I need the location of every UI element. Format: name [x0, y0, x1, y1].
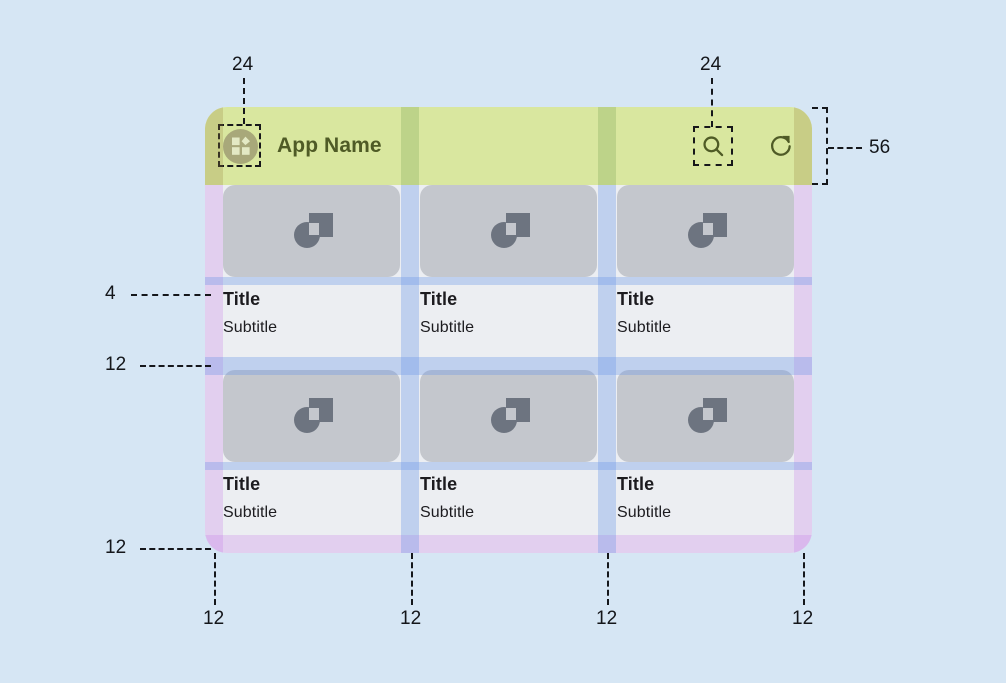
widgets-icon	[231, 136, 250, 155]
card-subtitle: Subtitle	[617, 319, 672, 336]
image-placeholder-icon	[687, 213, 727, 248]
image-placeholder-icon	[293, 398, 333, 433]
card-media	[420, 185, 597, 277]
image-placeholder-icon	[490, 213, 530, 248]
card-subtitle: Subtitle	[617, 504, 672, 521]
card-title: Title	[420, 474, 458, 494]
card-grid: Title Subtitle Title Subtitle	[205, 185, 812, 553]
leader-line-search-24	[711, 78, 713, 127]
card-media	[617, 370, 794, 462]
card-title: Title	[617, 289, 655, 309]
card-subtitle: Subtitle	[223, 504, 278, 521]
card[interactable]: Title Subtitle	[223, 370, 400, 544]
card-text: Title Subtitle	[617, 462, 794, 523]
card-text: Title Subtitle	[420, 277, 597, 338]
card-row: Title Subtitle Title Subtitle	[205, 370, 812, 544]
card[interactable]: Title Subtitle	[420, 185, 597, 359]
leader-line-4	[131, 294, 211, 296]
image-placeholder-icon	[687, 398, 727, 433]
card-subtitle: Subtitle	[223, 319, 278, 336]
card-media	[420, 370, 597, 462]
card-text: Title Subtitle	[617, 277, 794, 338]
image-placeholder-icon	[293, 213, 333, 248]
leader-line-gutter2-12	[607, 553, 609, 605]
menu-touch-target-outline	[218, 123, 261, 167]
annotation-label-4: 4	[105, 283, 116, 304]
card-title: Title	[420, 289, 458, 309]
search-touch-target-outline	[693, 126, 733, 166]
card-title: Title	[617, 474, 655, 494]
refresh-icon	[771, 135, 791, 156]
search-button[interactable]	[693, 126, 733, 166]
leader-line-bottompad-12	[140, 548, 211, 550]
leader-line-appbar-height	[828, 147, 862, 149]
annotation-label-left-pad-12: 12	[203, 608, 225, 629]
card-subtitle: Subtitle	[420, 504, 475, 521]
card[interactable]: Title Subtitle	[420, 370, 597, 544]
image-placeholder-icon	[490, 398, 530, 433]
card-media	[223, 185, 400, 277]
annotation-label-56: 56	[869, 137, 891, 158]
card-title: Title	[223, 289, 261, 309]
card-row: Title Subtitle Title Subtitle	[205, 185, 812, 359]
card-media	[223, 370, 400, 462]
search-icon	[703, 136, 724, 157]
leader-line-menu-24	[243, 78, 245, 124]
annotation-label-bottompad-12: 12	[105, 537, 127, 558]
card[interactable]: Title Subtitle	[223, 185, 400, 359]
annotation-label-gutter2-12: 12	[596, 608, 618, 629]
leader-line-gutter1-12	[411, 553, 413, 605]
card-subtitle: Subtitle	[420, 319, 475, 336]
menu-button[interactable]	[218, 123, 261, 167]
card[interactable]: Title Subtitle	[617, 185, 794, 359]
card-media	[617, 185, 794, 277]
leader-line-rowgap-12	[140, 365, 211, 367]
card-text: Title Subtitle	[420, 462, 597, 523]
leader-line-right-pad-12	[803, 553, 805, 605]
card[interactable]: Title Subtitle	[617, 370, 794, 544]
bracket-appbar-height	[812, 107, 828, 185]
annotation-label-menu-24: 24	[232, 54, 254, 75]
annotation-label-gutter1-12: 12	[400, 608, 422, 629]
card-text: Title Subtitle	[223, 277, 400, 338]
app-bar: App Name	[205, 107, 812, 185]
annotation-label-search-24: 24	[700, 54, 722, 75]
app-title: App Name	[277, 134, 382, 157]
annotation-label-rowgap-12: 12	[105, 354, 127, 375]
refresh-button[interactable]	[768, 133, 794, 159]
annotation-label-right-pad-12: 12	[792, 608, 814, 629]
card-title: Title	[223, 474, 261, 494]
app-frame: App Name	[205, 107, 812, 553]
leader-line-left-pad-12	[214, 553, 216, 605]
card-text: Title Subtitle	[223, 462, 400, 523]
